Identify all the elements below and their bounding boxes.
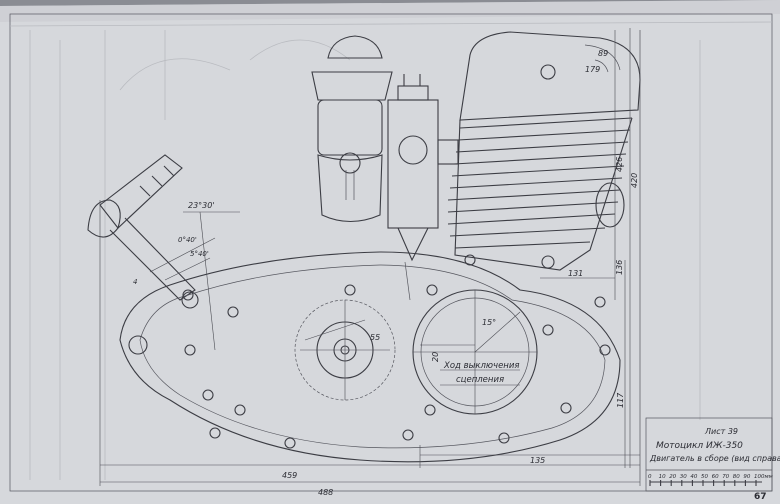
generator-cover (294, 299, 396, 401)
dim-426: 426 (615, 157, 624, 172)
clutch-cover (412, 289, 538, 415)
scale-label: 20 (669, 474, 676, 480)
scale-label: 100мм (754, 474, 773, 480)
dim-179: 179 (585, 65, 600, 74)
title-line1: Мотоцикл ИЖ-350 (656, 441, 743, 451)
carburetor-assembly (311, 35, 459, 301)
dim-20: 20 (431, 352, 440, 362)
dim-4: 4 (133, 278, 137, 286)
scale-label: 10 (659, 474, 666, 480)
drawing-frame (9, 13, 773, 492)
cooling-fins (447, 117, 633, 249)
dimension-lines (99, 28, 641, 486)
dim-136: 136 (615, 260, 624, 275)
scale-label: 50 (701, 474, 708, 480)
sheet-label: Лист 39 (704, 427, 738, 436)
dim-420: 420 (630, 173, 639, 188)
dimension-labels: 23°30' 0°40' 5°40' 4 426 420 136 131 117… (133, 49, 639, 497)
page-number: 67 (754, 492, 767, 502)
paper-shading (0, 0, 780, 22)
scale-label: 80 (733, 474, 740, 480)
crankcase (119, 251, 621, 463)
scale-label: 30 (680, 474, 687, 480)
scale-label: 0 (648, 474, 652, 480)
dim-5-40: 5°40' (190, 250, 209, 258)
title-line2: Двигатель в сборе (вид справа) (649, 454, 780, 463)
dim-135: 135 (530, 456, 545, 465)
frame-inner-line (9, 21, 773, 27)
title-block: Лист 39 Мотоцикл ИЖ-350 Двигатель в сбор… (645, 417, 780, 492)
scale-label: 90 (743, 474, 750, 480)
dim-117: 117 (616, 392, 625, 408)
scale-label: 70 (722, 474, 729, 480)
clutch-label-line1: Ход выключения (443, 361, 520, 371)
dim-459: 459 (282, 471, 297, 480)
dim-55: 55 (370, 333, 380, 342)
clutch-label-line2: сцепления (456, 375, 504, 385)
scale-label: 60 (712, 474, 719, 480)
dim-23-30: 23°30' (188, 201, 215, 210)
scale-label: 40 (690, 474, 697, 480)
dim-0-40: 0°40' (178, 236, 197, 244)
dim-488: 488 (318, 488, 333, 497)
dim-15-deg: 15° (482, 318, 496, 327)
dim-131: 131 (568, 269, 583, 278)
cylinder-block (447, 31, 641, 271)
dim-89: 89 (598, 49, 608, 58)
